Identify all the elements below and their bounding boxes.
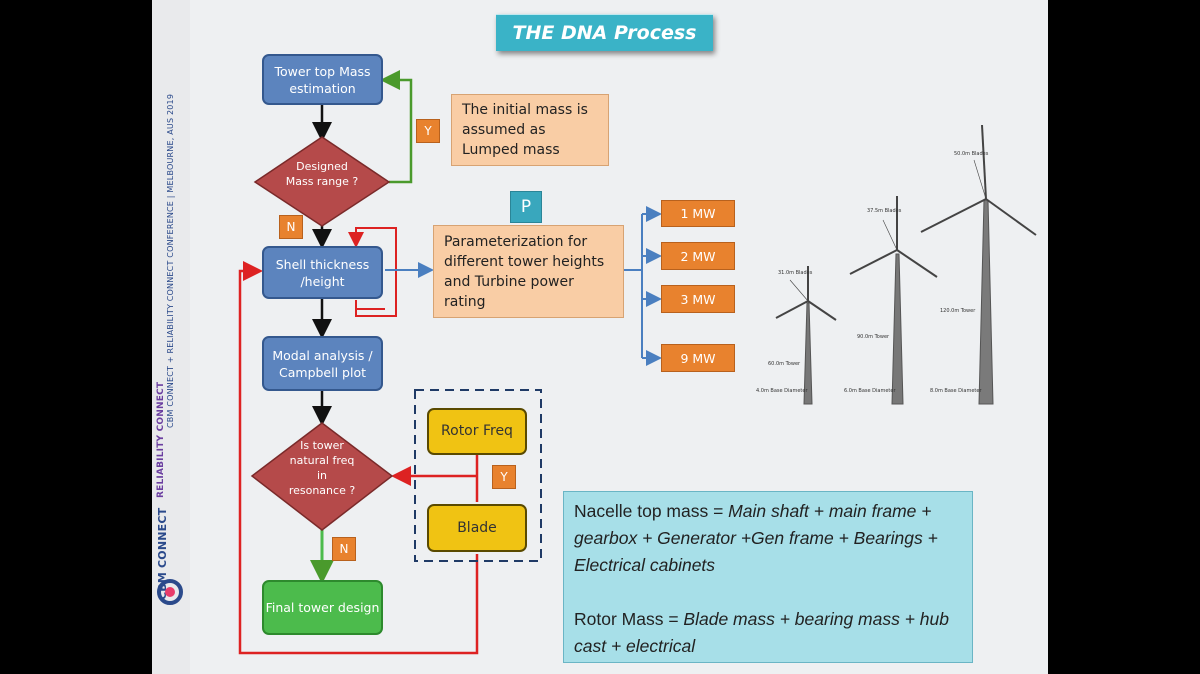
decision-resonance-text: Is tower natural freq in resonance ? [288, 439, 356, 497]
rating-2mw: 2 MW [661, 242, 735, 270]
rotor-formula: Rotor Mass = Blade mass + bearing mass +… [574, 606, 962, 660]
parameterization-note: Parameterization for different tower hei… [433, 225, 624, 318]
turbine2-base-label: 6.0m Base Diameter [844, 388, 896, 394]
nacelle-terms: Main shaft + main frame + gearbox + Gene… [574, 501, 938, 575]
page-title: THE DNA Process [496, 14, 713, 51]
modal-analysis-box: Modal analysis / Campbell plot [262, 336, 383, 391]
tag-no-mass: N [279, 215, 303, 239]
nacelle-formula: Nacelle top mass = Main shaft + main fra… [574, 498, 962, 579]
turbine3-base-label: 8.0m Base Diameter [930, 388, 982, 394]
tag-parameterization: P [510, 191, 542, 223]
turbine2-tower-label: 90.0m Tower [857, 334, 890, 340]
decision-diamond-resonance [250, 422, 394, 531]
turbine2-blade-label: 37.5m Blades [867, 208, 902, 214]
shell-thickness-box: Shell thickness /height [262, 246, 383, 299]
tag-no-resonance: N [332, 537, 356, 561]
rotor-freq-box: Rotor Freq [427, 408, 527, 455]
turbine-illustration: 31.0m Blades 60.0m Tower 4.0m Base Diame… [756, 124, 1037, 405]
final-tower-design-box: Final tower design [262, 580, 383, 635]
mass-formula-box: Nacelle top mass = Main shaft + main fra… [563, 491, 973, 663]
cbm-logo-icon [157, 579, 183, 605]
turbine3-blade-label: 50.0m Blades [954, 151, 989, 157]
tower-top-mass-box: Tower top Mass estimation [262, 54, 383, 105]
decision-mass-range-text: Designed Mass range ? [285, 160, 359, 188]
rating-9mw: 9 MW [661, 344, 735, 372]
rotor-terms: Blade mass + bearing mass + hub cast + e… [574, 609, 949, 656]
turbine1-tower-label: 60.0m Tower [768, 361, 801, 367]
sidebar: CBM CONNECT + RELIABILITY CONNECT CONFER… [152, 0, 190, 674]
tag-yes-mass: Y [416, 119, 440, 143]
turbine1-base-label: 4.0m Base Diameter [756, 388, 808, 394]
rating-1mw: 1 MW [661, 200, 735, 227]
blade-box: Blade [427, 504, 527, 552]
nacelle-prefix: Nacelle top mass = [574, 501, 729, 521]
initial-mass-note: The initial mass is assumed as Lumped ma… [451, 94, 609, 166]
rotor-prefix: Rotor Mass = [574, 609, 684, 629]
turbine3-tower-label: 120.0m Tower [940, 308, 976, 314]
turbine1-blade-label: 31.0m Blades [778, 270, 813, 276]
decision-diamond-mass [253, 136, 391, 227]
rating-3mw: 3 MW [661, 285, 735, 313]
tag-yes-resonance: Y [492, 465, 516, 489]
